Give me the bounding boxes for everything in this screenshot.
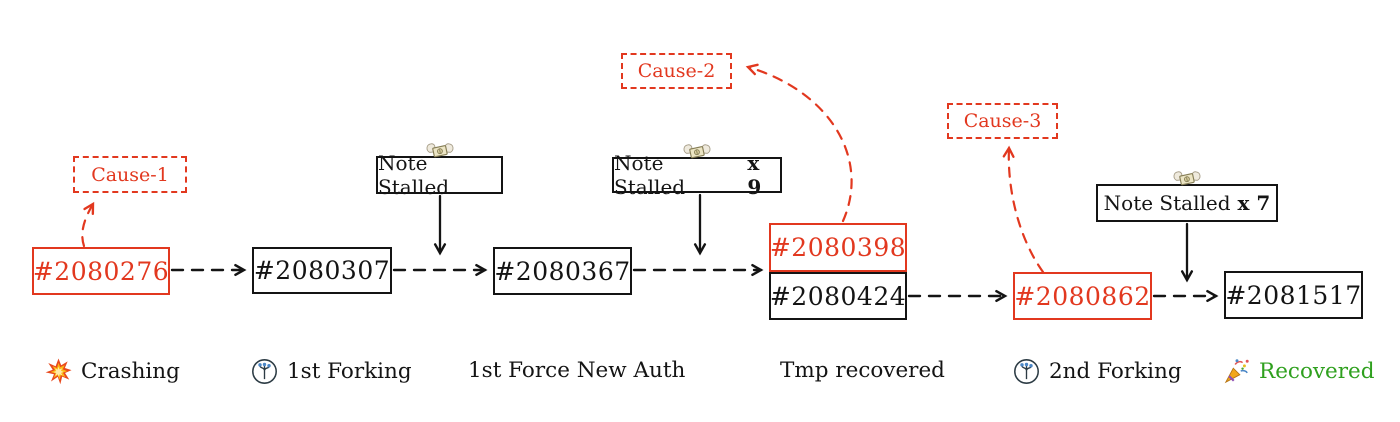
cause-2-label: Cause-2 bbox=[637, 60, 716, 82]
collision-icon bbox=[45, 358, 72, 385]
note-stalled-1: Note Stalled bbox=[376, 143, 503, 199]
cause-3-callout: Cause-3 bbox=[947, 103, 1058, 139]
block-number: #2080367 bbox=[494, 256, 631, 286]
block-2080367: #2080367 bbox=[493, 247, 632, 295]
cause-1-callout: Cause-1 bbox=[73, 156, 187, 193]
legend-1st-force-new-auth: 1st Force New Auth bbox=[468, 358, 685, 383]
block-2080424: #2080424 bbox=[769, 272, 907, 320]
block-2080276: #2080276 bbox=[32, 247, 170, 295]
note-stalled-2: Note Stalled x 9 bbox=[612, 144, 782, 199]
block-number: #2080424 bbox=[769, 281, 907, 311]
cause-3-label: Cause-3 bbox=[963, 110, 1042, 132]
block-2081517: #2081517 bbox=[1224, 271, 1363, 319]
money-with-wings-icon bbox=[1172, 167, 1202, 190]
legend-label: Recovered bbox=[1259, 358, 1375, 384]
block-2080862: #2080862 bbox=[1013, 272, 1152, 320]
legend-label: Crashing bbox=[81, 359, 180, 384]
note-label: Note Stalled bbox=[378, 151, 450, 199]
legend-label: Tmp recovered bbox=[780, 358, 945, 383]
cause-2-callout: Cause-2 bbox=[621, 53, 732, 89]
legend-label: 2nd Forking bbox=[1049, 359, 1182, 384]
legend-label: 1st Force New Auth bbox=[468, 358, 686, 383]
note-stalled-3: Note Stalled x 7 bbox=[1096, 171, 1278, 222]
party-popper-icon bbox=[1224, 358, 1250, 384]
note-label: Note Stalled bbox=[614, 151, 686, 199]
block-number: #2080276 bbox=[32, 256, 170, 286]
cause-1-label: Cause-1 bbox=[91, 163, 169, 186]
note-label: Note Stalled bbox=[1103, 191, 1231, 215]
fork-icon bbox=[251, 358, 278, 385]
block-number: #2081517 bbox=[1225, 280, 1362, 310]
block-number: #2080307 bbox=[253, 256, 391, 285]
block-2080307: #2080307 bbox=[252, 247, 392, 294]
legend-tmp-recovered: Tmp recovered bbox=[780, 358, 945, 383]
legend-crashing: Crashing bbox=[45, 358, 180, 385]
block-number: #2080862 bbox=[1014, 281, 1151, 311]
legend-1st-forking: 1st Forking bbox=[251, 358, 412, 385]
note-multiplier: x 9 bbox=[747, 151, 762, 199]
note-multiplier: x 7 bbox=[1237, 191, 1271, 215]
block-number: #2080398 bbox=[769, 233, 907, 262]
legend-recovered: Recovered bbox=[1224, 358, 1375, 384]
money-with-wings-icon bbox=[425, 139, 455, 162]
legend-2nd-forking: 2nd Forking bbox=[1013, 358, 1182, 385]
legend-label: 1st Forking bbox=[287, 359, 412, 384]
block-2080398: #2080398 bbox=[769, 223, 907, 272]
money-with-wings-icon bbox=[682, 140, 712, 163]
fork-icon bbox=[1013, 358, 1040, 385]
